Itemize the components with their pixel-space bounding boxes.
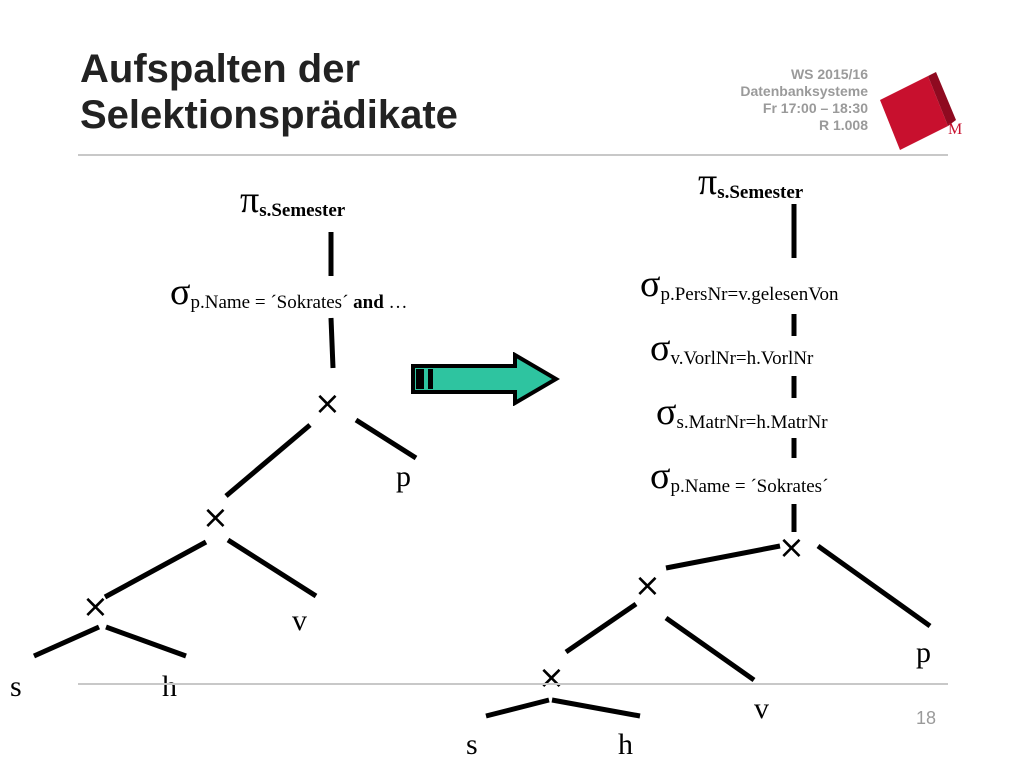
sigma-symbol: σ: [650, 327, 671, 369]
title-line-1: Aufspalten der: [80, 47, 361, 91]
course-name: Datenbanksysteme: [740, 83, 868, 99]
sigma-symbol: σ: [640, 263, 661, 305]
edge-right-join3-h: [551, 697, 641, 719]
edge-left-join2-v: [226, 537, 318, 599]
right-join-2: ×: [634, 566, 661, 604]
right-join-1: ×: [778, 528, 805, 566]
right-selection-3: σs.MatrNr=h.MatrNr: [656, 390, 828, 434]
edge-right-join3-s: [485, 697, 550, 719]
right-projection: πs.Semester: [698, 160, 803, 204]
edge-left-join3-h: [105, 624, 187, 659]
right-selection-4: σp.Name = ´Sokrates´: [650, 454, 828, 498]
right-selection-1: σp.PersNr=v.gelesenVon: [640, 262, 838, 306]
left-leaf-s: s: [10, 670, 22, 703]
university-logo-icon: M: [880, 72, 962, 150]
edge-left-join3-s: [32, 624, 101, 659]
edge-left-join-join2: [224, 423, 312, 498]
selection-predicate: p.Name = ´Sokrates´: [190, 292, 354, 313]
sigma-symbol: σ: [650, 455, 671, 497]
right-leaf-h: h: [618, 728, 633, 761]
course-room: R 1.008: [818, 117, 868, 133]
selection-predicate: p.Name = ´Sokrates´: [670, 476, 829, 497]
selection-ellipsis: …: [383, 292, 408, 313]
left-projection: πs.Semester: [240, 178, 345, 222]
selection-predicate: p.PersNr=v.gelesenVon: [660, 284, 839, 305]
title-divider: [78, 154, 948, 156]
edge-left-join-p: [354, 417, 418, 461]
right-selection-2: σv.VorlNr=h.VorlNr: [650, 326, 813, 370]
edge-right-join-join2: [665, 543, 781, 571]
title-line-2: Selektionsprädikate: [80, 93, 458, 137]
right-leaf-s: s: [466, 728, 478, 761]
left-selection: σp.Name = ´Sokrates´ and …: [170, 270, 408, 314]
right-leaf-v: v: [754, 692, 769, 725]
right-join-3: ×: [538, 658, 565, 696]
pi-symbol: π: [698, 161, 718, 203]
page-number: 18: [915, 708, 936, 728]
left-leaf-h: h: [162, 670, 177, 703]
course-semester: WS 2015/16: [790, 66, 868, 82]
left-leaf-v: v: [292, 604, 307, 637]
left-join-2: ×: [202, 498, 229, 536]
footer-divider: [78, 683, 948, 685]
pi-symbol: π: [240, 179, 260, 221]
projection-attribute: s.Semester: [717, 182, 804, 203]
sigma-symbol: σ: [656, 391, 677, 433]
edge-left-sel-join: [328, 317, 336, 369]
svg-text:M: M: [948, 121, 962, 138]
selection-predicate: s.MatrNr=h.MatrNr: [676, 412, 828, 433]
edge-right-join2-join3: [564, 601, 638, 655]
left-join-1: ×: [314, 384, 341, 422]
edge-left-join2-join3: [103, 539, 208, 600]
projection-attribute: s.Semester: [259, 200, 346, 221]
selection-connector: and: [353, 292, 384, 313]
edge-right-join-p: [816, 543, 932, 629]
selection-predicate: v.VorlNr=h.VorlNr: [670, 348, 814, 369]
sigma-symbol: σ: [170, 271, 191, 313]
left-join-3: ×: [82, 587, 109, 625]
right-arrow-icon: [411, 352, 560, 406]
course-info: WS 2015/16 Datenbanksysteme Fr 17:00 – 1…: [740, 66, 868, 134]
left-leaf-p: p: [396, 460, 411, 493]
right-leaf-p: p: [916, 636, 931, 669]
course-time: Fr 17:00 – 18:30: [762, 100, 868, 116]
slide-title: Aufspalten der Selektionsprädikate: [80, 46, 458, 138]
edge-right-join2-v: [664, 615, 756, 683]
